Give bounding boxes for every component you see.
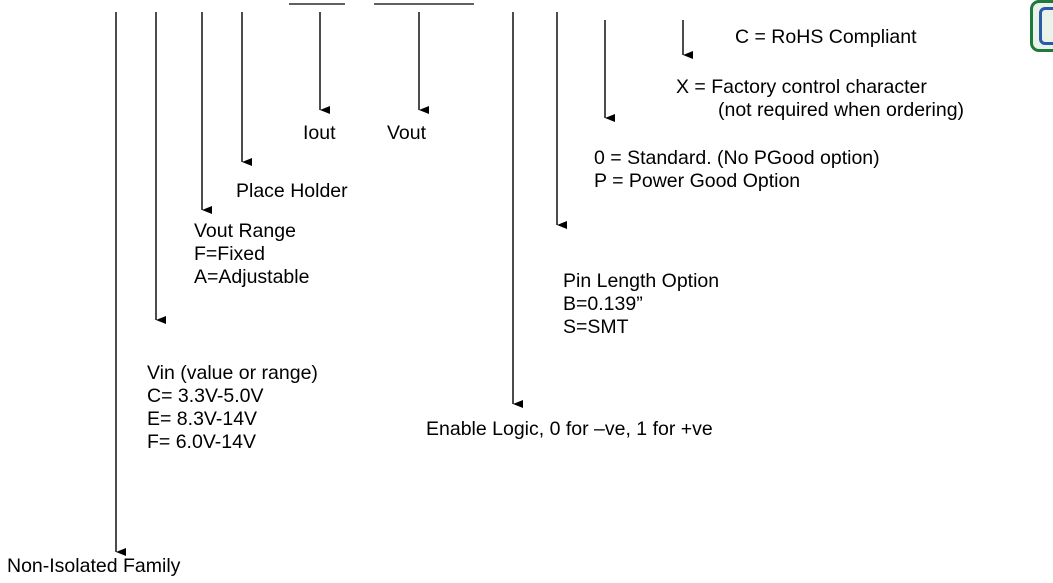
enable-logic-label: Enable Logic, 0 for –ve, 1 for +ve — [426, 418, 713, 440]
place-holder-label: Place Holder — [236, 180, 348, 202]
vin-option-c: C= 3.3V-5.0V — [147, 385, 264, 407]
rohs-label: C = RoHS Compliant — [735, 26, 917, 48]
pin-length-s: S=SMT — [563, 316, 629, 338]
pin-length-b: B=0.139” — [563, 293, 643, 315]
vout-range-title: Vout Range — [194, 220, 296, 242]
logo-inner-shape — [1039, 7, 1053, 45]
iout-label: Iout — [303, 122, 336, 144]
pgood-power-good: P = Power Good Option — [594, 170, 801, 192]
vin-option-f: F= 6.0V-14V — [147, 431, 256, 453]
certification-logo-icon — [1030, 0, 1053, 52]
pin-length-title: Pin Length Option — [563, 270, 720, 292]
vout-range-adjustable: A=Adjustable — [194, 266, 310, 288]
vin-title: Vin (value or range) — [147, 362, 318, 384]
vin-option-e: E= 8.3V-14V — [147, 408, 258, 430]
pgood-standard: 0 = Standard. (No PGood option) — [594, 147, 880, 169]
vout-range-fixed: F=Fixed — [194, 243, 265, 265]
factory-char-line2: (not required when ordering) — [718, 99, 965, 121]
vout-label: Vout — [387, 122, 427, 144]
family-label: Non-Isolated Family — [7, 555, 181, 577]
factory-char-line1: X = Factory control character — [676, 76, 927, 98]
